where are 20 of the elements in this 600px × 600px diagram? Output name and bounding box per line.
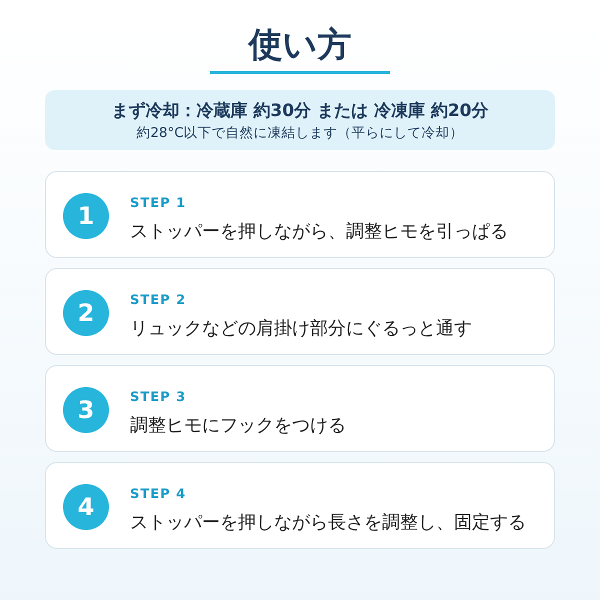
page-title: 使い方 — [246, 24, 352, 67]
notice-heading: まず冷却：冷蔵庫 約30分 または 冷凍庫 約20分 — [112, 100, 488, 122]
step-instruction: ストッパーを押しながら長さを調整し、固定する — [130, 511, 526, 534]
step-label: STEP 2 — [130, 293, 186, 308]
notice-text: 約28°C以下で自然に凍結します（平らにして冷却） — [136, 124, 464, 142]
step-label: STEP 4 — [130, 487, 186, 502]
step-number-circle: 4 — [63, 484, 109, 530]
step-instruction: 調整ヒモにフックをつける — [130, 414, 346, 437]
step-instruction: ストッパーを押しながら、調整ヒモを引っぱる — [130, 220, 508, 243]
step-card — [45, 365, 555, 452]
step-number-circle: 1 — [63, 193, 109, 239]
step-instruction: リュックなどの肩掛け部分にぐるっと通す — [130, 317, 472, 340]
step-number-circle: 2 — [63, 290, 109, 336]
step-label: STEP 3 — [130, 390, 186, 405]
notice-panel — [45, 90, 555, 150]
step-card — [45, 268, 555, 355]
step-card — [45, 462, 555, 549]
step-number-circle: 3 — [63, 387, 109, 433]
step-card — [45, 171, 555, 258]
step-label: STEP 1 — [130, 196, 186, 211]
